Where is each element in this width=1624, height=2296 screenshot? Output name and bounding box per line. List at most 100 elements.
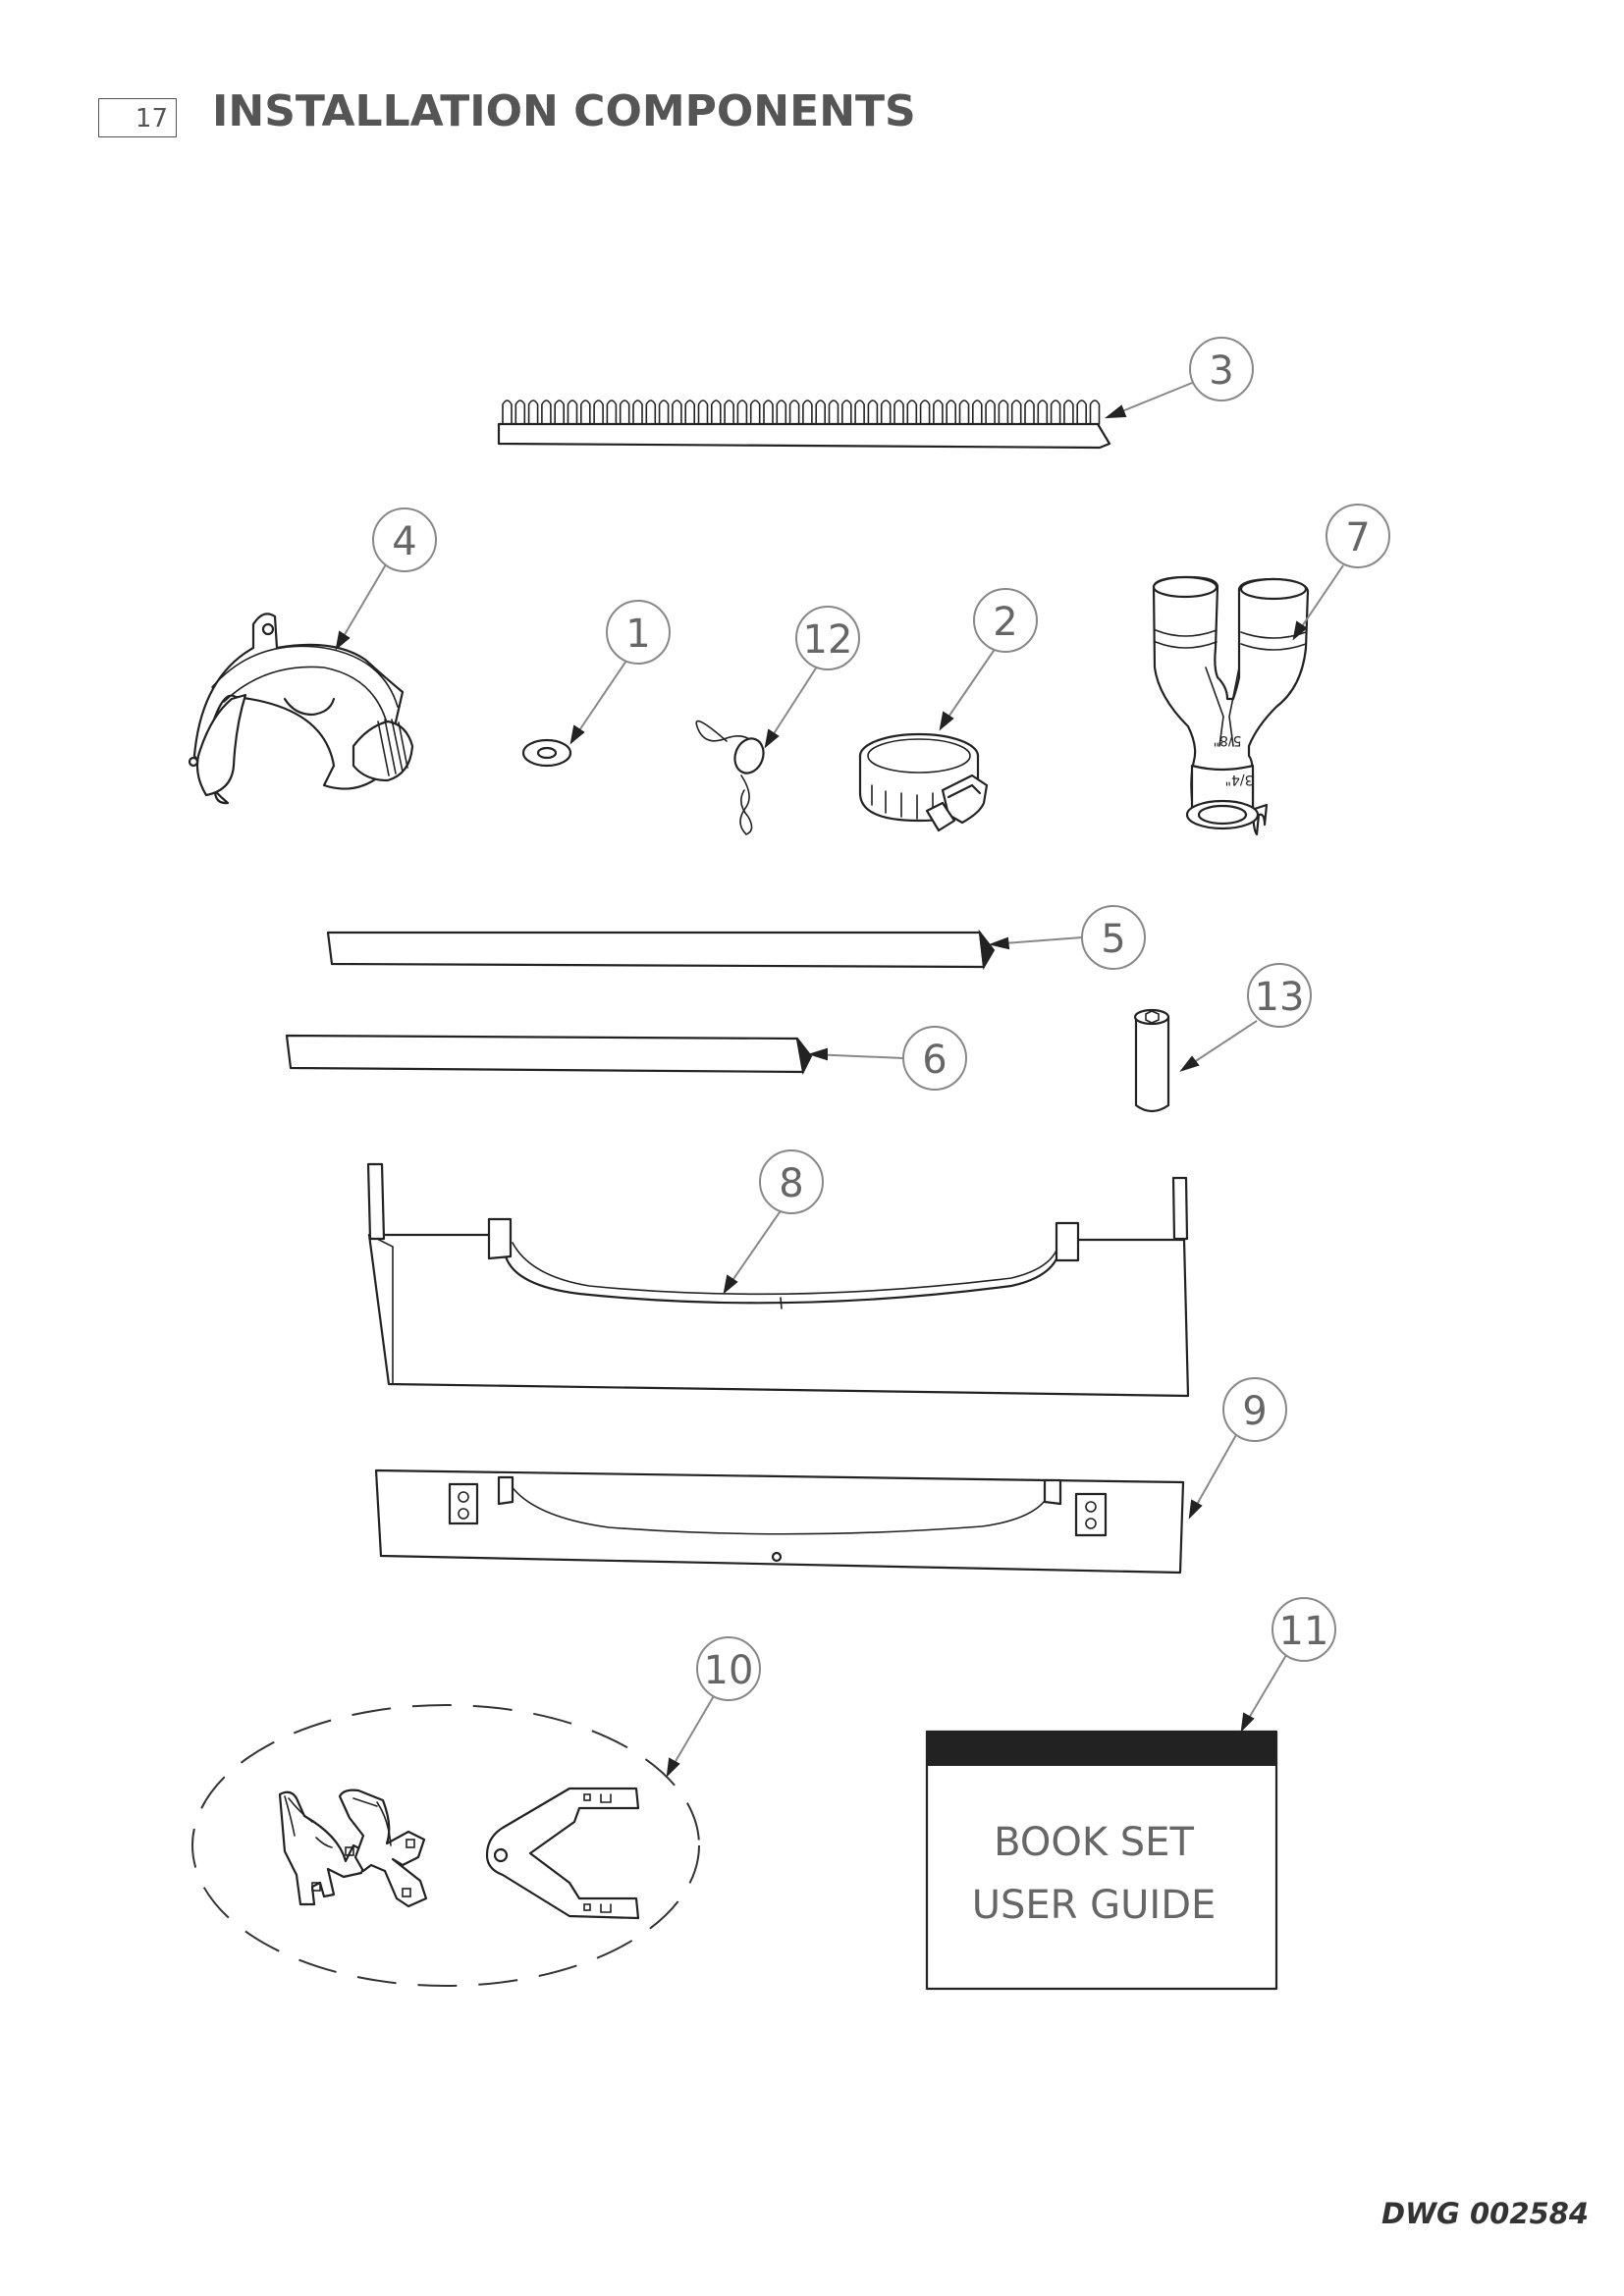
comb-tooth <box>841 400 852 425</box>
comb-tooth <box>788 400 800 425</box>
comb-tooth <box>684 400 695 425</box>
comb-tooth <box>514 400 526 425</box>
comb-tooth <box>1037 400 1049 425</box>
comb-tooth <box>672 400 682 425</box>
comb-tooth <box>736 400 748 425</box>
page-title: INSTALLATION COMPONENTS <box>212 86 916 136</box>
leader-lines <box>335 378 1344 1778</box>
callout-8: 8 <box>759 1149 824 1214</box>
leader-8 <box>724 1208 783 1293</box>
comb-tooth <box>985 400 996 425</box>
callout-4-label: 4 <box>392 519 416 564</box>
callout-10-label: 10 <box>704 1648 754 1693</box>
part-6-strip <box>285 1034 813 1076</box>
leader-9 <box>1189 1432 1238 1518</box>
comb-tooth <box>776 400 787 425</box>
callout-6: 6 <box>902 1026 967 1091</box>
comb-tooth <box>802 400 813 425</box>
part-9-toe-kick-back <box>374 1468 1185 1575</box>
comb-tooth <box>958 400 970 425</box>
callout-6-label: 6 <box>922 1038 947 1083</box>
callout-2: 2 <box>973 588 1038 653</box>
callout-1: 1 <box>606 600 671 665</box>
drawing-number: DWG 002584 <box>1381 2197 1590 2230</box>
part-1-washer <box>521 738 572 768</box>
comb-tooth <box>828 400 839 425</box>
part-12-tie-wire <box>695 720 765 835</box>
comb-tooth <box>502 400 513 425</box>
comb-tooth <box>880 400 892 425</box>
book-line-1: BOOK SET <box>994 1820 1194 1865</box>
comb-tooth <box>763 400 774 425</box>
callout-9: 9 <box>1222 1377 1287 1442</box>
callout-8-label: 8 <box>779 1161 803 1206</box>
comb-tooth <box>580 400 591 425</box>
comb-tooth <box>554 400 565 425</box>
book-line-2: USER GUIDE <box>972 1883 1217 1928</box>
leader-1 <box>570 657 629 743</box>
comb-tooth <box>998 400 1009 425</box>
comb-tooth <box>593 400 604 425</box>
part-4-hose-bracket <box>188 613 414 805</box>
leader-12 <box>765 663 820 747</box>
leader-2 <box>940 647 997 729</box>
comb-tooth <box>933 400 944 425</box>
part-7-y-fitting: 5/8" 3/4" <box>1152 575 1310 836</box>
callout-4: 4 <box>372 507 437 572</box>
callout-3-label: 3 <box>1209 348 1233 394</box>
comb-tooth <box>711 400 722 425</box>
callout-7-label: 7 <box>1345 515 1370 561</box>
comb-tooth <box>658 400 670 425</box>
comb-tooth <box>972 400 983 425</box>
comb-tooth <box>1010 400 1022 425</box>
comb-tooth <box>1089 400 1101 425</box>
callout-12-label: 12 <box>803 617 853 663</box>
part-5-long-strip <box>326 929 996 971</box>
leader-4 <box>336 559 390 649</box>
comb-tooth <box>854 400 865 425</box>
fitting-label-lower: 3/4" <box>1225 772 1254 787</box>
comb-tooth <box>893 400 904 425</box>
comb-tooth <box>567 400 578 425</box>
comb-tooth <box>527 400 539 425</box>
part-10-hinge-brackets <box>191 1704 700 1987</box>
part-13-spacer <box>1133 1008 1170 1113</box>
callout-13-label: 13 <box>1255 975 1305 1020</box>
page-number: 17 <box>98 98 177 137</box>
comb-tooth <box>1050 400 1061 425</box>
callout-10: 10 <box>696 1636 761 1701</box>
part-2-hose-clamp <box>858 732 989 832</box>
comb-tooth <box>724 400 734 425</box>
comb-tooth <box>919 400 931 425</box>
callout-13: 13 <box>1247 963 1312 1028</box>
comb-tooth <box>815 400 826 425</box>
comb-tooth <box>606 400 618 425</box>
callout-9-label: 9 <box>1242 1389 1267 1434</box>
comb-tooth <box>1076 400 1087 425</box>
callout-12: 12 <box>795 606 860 670</box>
part-11-book-set: BOOK SET USER GUIDE <box>925 1730 1278 1991</box>
comb-tooth <box>541 400 552 425</box>
comb-tooth <box>632 400 643 425</box>
part-3-comb-strip <box>497 400 1111 450</box>
comb-tooth <box>619 400 630 425</box>
comb-tooth <box>1063 400 1074 425</box>
comb-tooth <box>867 400 879 425</box>
part-8-toe-kick <box>366 1162 1190 1398</box>
comb-tooth <box>906 400 918 425</box>
comb-tooth <box>697 400 709 425</box>
callout-2-label: 2 <box>993 600 1017 645</box>
callout-5: 5 <box>1081 905 1146 970</box>
callout-7: 7 <box>1326 504 1390 568</box>
callout-1-label: 1 <box>625 612 650 657</box>
comb-tooth <box>645 400 657 425</box>
comb-tooth <box>1024 400 1035 425</box>
callout-11-label: 11 <box>1279 1609 1329 1654</box>
callout-3: 3 <box>1189 337 1254 401</box>
comb-tooth <box>946 400 956 425</box>
fitting-label-upper: 5/8" <box>1214 732 1242 748</box>
comb-tooth <box>749 400 761 425</box>
callout-11: 11 <box>1272 1597 1336 1662</box>
callout-5-label: 5 <box>1101 917 1125 962</box>
